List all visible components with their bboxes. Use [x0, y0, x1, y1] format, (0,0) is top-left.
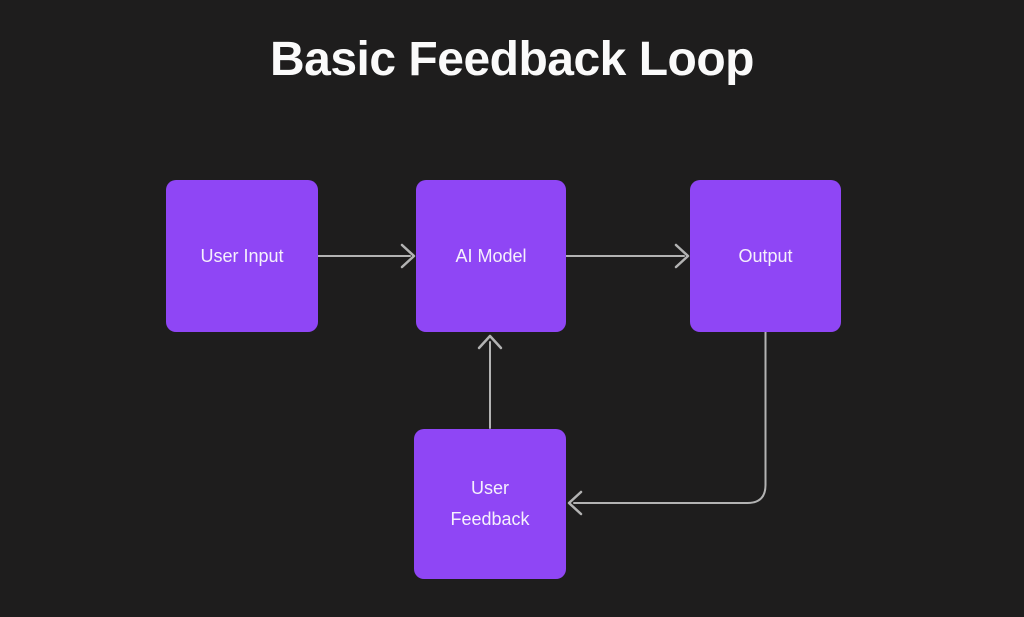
node-output-label: Output — [738, 245, 793, 266]
node-ai-model: AI Model — [416, 180, 566, 332]
node-user-input: User Input — [166, 180, 318, 332]
node-user-feedback-label: User Feedback — [450, 478, 530, 529]
node-ai-model-label: AI Model — [455, 245, 527, 266]
node-user-input-label: User Input — [200, 245, 284, 266]
arrowhead-right-icon — [674, 243, 690, 269]
edge-output-to-user-feedback — [573, 331, 767, 504]
connector-strokes — [317, 243, 767, 516]
arrowhead-left-icon — [567, 490, 583, 516]
diagram-title: Basic Feedback Loop — [270, 33, 754, 86]
node-output: Output — [690, 180, 841, 332]
node-user-feedback: User Feedback — [414, 429, 566, 579]
arrowhead-up-icon — [477, 334, 503, 350]
arrowhead-right-icon — [400, 243, 416, 269]
